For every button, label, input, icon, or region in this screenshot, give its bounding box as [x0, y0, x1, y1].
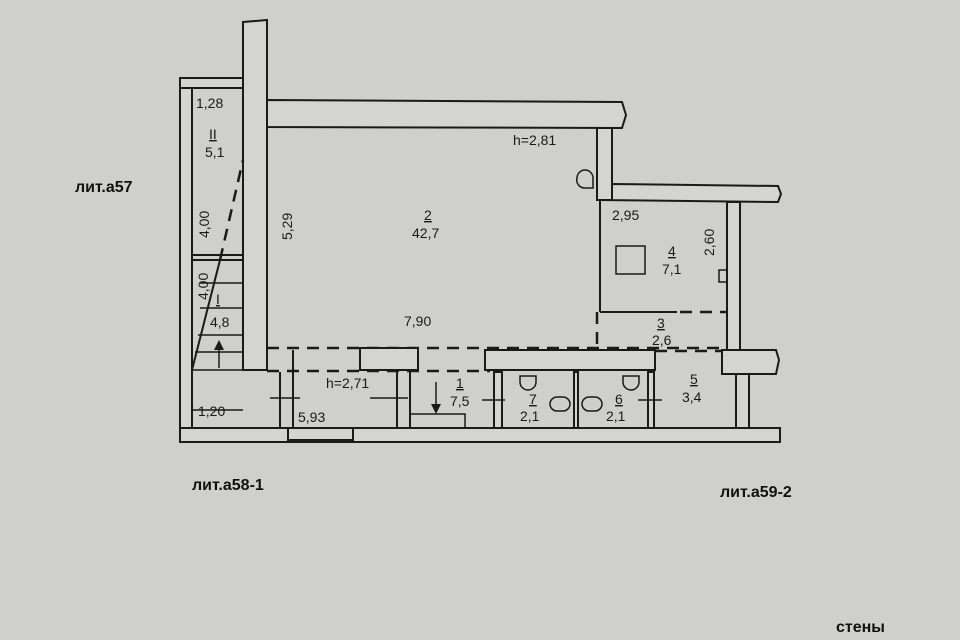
room-6: 6 2,1 [606, 391, 626, 424]
svg-text:I: I [216, 291, 220, 307]
label-lit-a58: лит.а58-1 [192, 477, 264, 494]
toilet-icon [549, 396, 571, 412]
svg-text:2,6: 2,6 [652, 332, 672, 348]
svg-text:1: 1 [456, 375, 464, 391]
entry-arrow-head [431, 404, 441, 414]
dim-corridor-length: 5,93 [298, 409, 325, 425]
room-4: 4 7,1 [662, 243, 682, 277]
stair-diagonal [191, 259, 221, 371]
svg-text:5: 5 [690, 371, 698, 387]
svg-text:2,1: 2,1 [520, 408, 540, 424]
svg-text:2: 2 [424, 207, 432, 223]
svg-text:4,8: 4,8 [210, 314, 230, 330]
partition-block-3 [721, 349, 781, 375]
dim-stair-bottom: 1,20 [198, 403, 225, 419]
dim-stair-upper: 4,00 [196, 211, 212, 238]
kitchen-top-wall [596, 182, 783, 204]
partition-block-1 [359, 347, 419, 371]
room-7: 7 2,1 [520, 391, 540, 424]
sink-icon [576, 169, 594, 189]
stair-arrow-head [214, 340, 224, 350]
entry-step [409, 413, 466, 429]
svg-text:6: 6 [615, 391, 623, 407]
room4-chimney [615, 245, 646, 275]
room-1: 1 7,5 [450, 375, 470, 409]
room-3: 3 2,6 [652, 315, 672, 348]
entry-threshold [287, 427, 354, 441]
height-corridor: h=2,71 [326, 375, 369, 391]
main-top-wall [266, 98, 628, 130]
label-lit-a57: лит.а57 [75, 179, 133, 196]
dim-stair-lower: 4,00 [195, 273, 211, 300]
svg-text:7,5: 7,5 [450, 393, 470, 409]
room4-vent [718, 269, 728, 283]
main-left-wall [242, 18, 268, 371]
svg-text:II: II [209, 126, 217, 142]
room5-right-wall [735, 373, 750, 429]
room4-right-wall [726, 201, 741, 351]
dim-room4-width: 2,95 [612, 207, 639, 223]
svg-text:42,7: 42,7 [412, 225, 439, 241]
sink-icon [519, 375, 537, 391]
svg-text:2,1: 2,1 [606, 408, 626, 424]
room-II: II 5,1 [205, 126, 225, 160]
label-lit-a59: лит.а59-2 [720, 484, 792, 501]
dim-room4-depth: 2,60 [701, 229, 717, 256]
bottom-outer-wall [179, 427, 781, 443]
svg-text:7: 7 [529, 391, 537, 407]
svg-text:4: 4 [668, 243, 676, 259]
dim-stair-top: 1,28 [196, 95, 223, 111]
wc-divider [573, 371, 579, 429]
sink-icon [622, 375, 640, 391]
toilet-icon [581, 396, 603, 412]
stair-top-wall [179, 77, 244, 89]
kitchen-column-wall [596, 127, 613, 201]
dim-room2-depth: 5,29 [279, 213, 295, 240]
height-main: h=2,81 [513, 132, 556, 148]
stair-outer-wall [179, 77, 193, 443]
partition-block-2 [484, 349, 656, 371]
svg-text:7,1: 7,1 [662, 261, 682, 277]
label-walls: стены [836, 619, 885, 636]
room-2: 2 42,7 [412, 207, 439, 241]
svg-text:5,1: 5,1 [205, 144, 225, 160]
svg-text:3,4: 3,4 [682, 389, 702, 405]
stair-diagonal-upper [218, 159, 245, 261]
svg-text:3: 3 [657, 315, 665, 331]
room-I: I 4,8 [210, 291, 230, 330]
room-5: 5 3,4 [682, 371, 702, 405]
dim-room2-width: 7,90 [404, 313, 431, 329]
